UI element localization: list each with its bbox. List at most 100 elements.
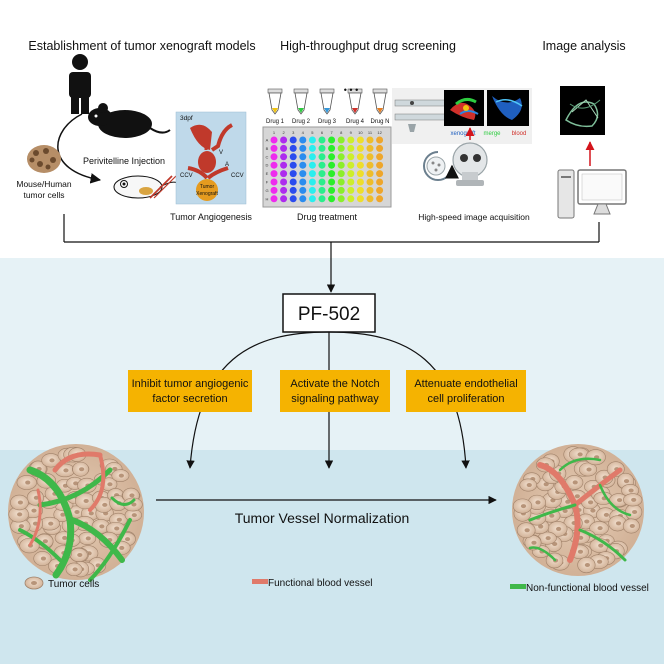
mechanism-3-line-2: cell proliferation — [427, 393, 504, 405]
plate-well — [318, 136, 326, 144]
tumor-cell-nucleus — [562, 508, 568, 513]
tumor-cell-nucleus — [131, 513, 137, 518]
tumor-cell-nucleus — [48, 521, 54, 526]
tumor-cell-nucleus — [577, 452, 583, 457]
tumor-cells-label-1: Mouse/Human — [16, 179, 72, 189]
plate-well — [308, 136, 316, 144]
tumor-cell-nucleus — [572, 480, 578, 485]
plate-row-label: C — [266, 154, 269, 159]
drug-tube-3: Drug 3 — [318, 88, 337, 125]
tumor-cell-nucleus — [129, 493, 135, 498]
plate-well — [270, 178, 278, 186]
tumor-cell-nucleus — [598, 543, 604, 548]
plate-well — [289, 153, 297, 161]
plate-well — [337, 144, 345, 152]
plate-well — [376, 186, 384, 194]
drug-treatment-caption: Drug treatment — [297, 212, 358, 222]
plate-well — [356, 144, 364, 152]
plate-well — [318, 195, 326, 203]
tumor-cell-nucleus — [60, 512, 66, 517]
tumor-cell-nucleus — [577, 549, 584, 554]
plate-well — [356, 195, 364, 203]
well-plate-wells — [270, 136, 384, 203]
legend-functional-swatch — [252, 579, 268, 584]
plate-well — [308, 186, 316, 194]
plate-well — [308, 170, 316, 178]
tumor-cell-nucleus — [524, 528, 530, 533]
tumor-cell-nucleus — [584, 519, 590, 524]
panel-image-analysis — [557, 86, 627, 219]
tumor-cell-nucleus — [42, 539, 48, 544]
mechanism-box-2: Activate the Notch signaling pathway — [280, 370, 390, 412]
legend-nonfunctional: Non-functional blood vessel — [526, 583, 649, 594]
image-acquisition-caption: High-speed image acquisition — [418, 212, 530, 222]
plate-well — [347, 144, 355, 152]
plate-well — [308, 153, 316, 161]
fluorescence-image-xenograft — [444, 90, 484, 126]
tumor-cell-nucleus — [49, 458, 55, 463]
tumor-cell-nucleus — [25, 480, 31, 485]
tumor-cell-nucleus — [531, 540, 537, 545]
drug-tube-label: Drug 2 — [292, 119, 311, 125]
tumor-cell-nucleus — [628, 488, 634, 493]
plate-well — [328, 178, 336, 186]
capillary-icon — [394, 99, 448, 132]
tumor-xenograft-label-2: Xenograft — [196, 191, 218, 197]
plate-well — [366, 178, 374, 186]
plate-well — [337, 195, 345, 203]
section-title-analysis: Image analysis — [542, 39, 625, 53]
tumor-cell-nucleus — [587, 500, 594, 505]
tumor-cell-nucleus — [118, 473, 124, 478]
plate-well — [376, 178, 384, 186]
plate-row-label: D — [266, 163, 269, 168]
plate-well — [289, 144, 297, 152]
plate-well — [318, 186, 326, 194]
tumor-cell-nucleus — [83, 498, 89, 503]
drug-tube-1: Drug 1 — [266, 88, 285, 125]
computer-icon — [557, 169, 627, 219]
mechanism-2-line-2: signaling pathway — [291, 393, 379, 405]
legend-functional: Functional blood vessel — [268, 578, 373, 589]
vein-label: V — [219, 150, 223, 156]
plate-well — [299, 170, 307, 178]
collector-lines — [63, 214, 600, 293]
plate-well — [356, 136, 364, 144]
plate-well — [318, 161, 326, 169]
drug-tube-4: Drug 4 — [346, 88, 365, 125]
plate-col-label: 2 — [282, 130, 285, 135]
plate-col-label: 9 — [350, 130, 353, 135]
mechanism-1-line-1: Inhibit tumor angiogenic — [132, 378, 249, 390]
plate-well — [328, 186, 336, 194]
plate-well — [318, 178, 326, 186]
plate-well — [299, 161, 307, 169]
tumor-cell-nucleus — [62, 535, 68, 540]
plate-well — [270, 170, 278, 178]
plate-well — [337, 136, 345, 144]
plate-col-label: 10 — [358, 130, 363, 135]
rotation-icon — [423, 151, 459, 181]
tumor-cell-nucleus — [124, 537, 131, 542]
drug-tube-5: Drug N — [370, 88, 390, 125]
plate-well — [356, 178, 364, 186]
plate-col-label: 12 — [377, 130, 382, 135]
microscope-icon — [452, 142, 488, 186]
tumor-angiogenesis-illustration: 3dpf V A CCV CCV Tumor Xenograft — [175, 111, 247, 205]
tumor-cell-nucleus — [520, 504, 527, 509]
tumor-cell-nucleus — [597, 526, 603, 531]
tumor-cells-label-2: tumor cells — [23, 190, 64, 200]
plate-well — [270, 153, 278, 161]
tumor-cell-nucleus — [74, 510, 80, 514]
tumor-cell-nucleus — [17, 500, 24, 505]
panel-xenograft-models: Mouse/Human tumor cells Perivitelline In… — [16, 54, 252, 222]
tumor-cell-nucleus — [615, 521, 622, 526]
tumor-cell-nucleus — [584, 563, 590, 568]
tumor-cell-cluster-icon — [27, 145, 61, 173]
tumor-after — [512, 444, 644, 576]
plate-well — [376, 153, 384, 161]
compound-label: PF-502 — [298, 304, 360, 325]
plate-well — [308, 195, 316, 203]
